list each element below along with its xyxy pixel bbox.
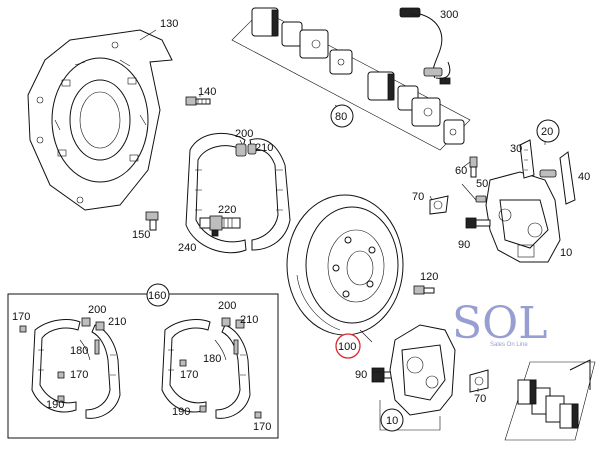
watermark: SOL Sales On Line: [452, 298, 547, 349]
callout-20-ring: [536, 119, 560, 143]
callout-10: 10: [560, 247, 572, 259]
leader-lines: [139, 13, 546, 392]
caliper-lower: [379, 324, 489, 431]
callout-100-ring: [335, 333, 361, 359]
caliper-upper: [429, 139, 576, 263]
callout-170: 170: [180, 369, 198, 381]
callout-70: 70: [474, 393, 486, 405]
callout-170: 170: [12, 311, 30, 323]
callout-70: 70: [412, 191, 424, 203]
brake-pad-set-upper: [231, 7, 471, 151]
adjuster: [199, 215, 241, 231]
callout-labels: 130 300 140 200 210 220 150 240 80 20 30…: [12, 9, 590, 433]
callout-190: 190: [172, 406, 190, 418]
callout-100: 100: [338, 341, 356, 353]
shoe-kit-inset: [7, 293, 279, 439]
callout-210: 210: [240, 314, 258, 326]
brake-disc: [286, 194, 404, 336]
bolt-90-lower: [371, 367, 395, 383]
callout-10: 10: [386, 415, 398, 427]
dust-shield: [27, 29, 173, 211]
callout-180: 180: [70, 345, 88, 357]
callout-40: 40: [578, 171, 590, 183]
callout-80-ring: [330, 104, 354, 128]
callout-120: 120: [420, 271, 438, 283]
callout-170: 170: [70, 369, 88, 381]
callout-180: 180: [203, 353, 221, 365]
callout-300: 300: [440, 9, 458, 21]
watermark-logo: SOL: [452, 298, 547, 349]
callout-210: 210: [255, 142, 273, 154]
bolt-120: [413, 285, 435, 295]
brake-pad-set-lower: [504, 359, 596, 441]
callout-90: 90: [458, 239, 470, 251]
callout-10-ring: [380, 408, 404, 432]
watermark-tagline: Sales On Line: [490, 342, 528, 348]
callout-80: 80: [335, 111, 347, 123]
callout-190: 190: [46, 399, 64, 411]
callout-220: 220: [218, 204, 236, 216]
callout-130: 130: [160, 18, 178, 30]
callout-210: 210: [108, 316, 126, 328]
callout-160-ring: [146, 283, 170, 307]
bolt-140: [185, 96, 211, 106]
callout-160: 160: [148, 290, 166, 302]
callout-200: 200: [88, 304, 106, 316]
callout-150: 150: [132, 229, 150, 241]
callout-50: 50: [476, 178, 488, 190]
callout-30: 30: [510, 143, 522, 155]
callout-90: 90: [355, 369, 367, 381]
callout-20: 20: [541, 126, 553, 138]
callout-200: 200: [235, 128, 253, 140]
callout-140: 140: [198, 86, 216, 98]
callout-200: 200: [218, 300, 236, 312]
parking-brake-shoes: [145, 132, 291, 254]
callout-170: 170: [253, 421, 271, 433]
callout-60: 60: [455, 165, 467, 177]
callout-240: 240: [178, 242, 196, 254]
